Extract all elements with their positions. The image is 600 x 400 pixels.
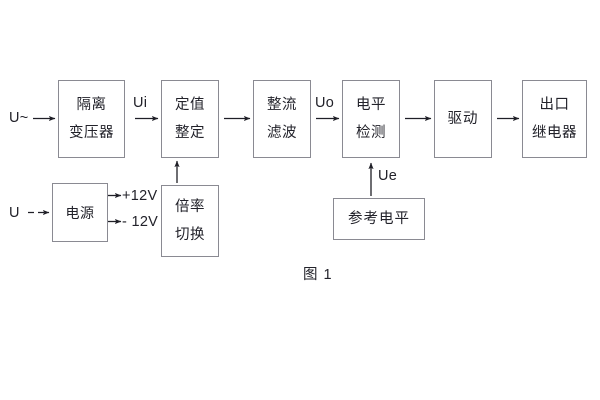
block-output-relay-line2: 继电器 xyxy=(532,124,577,141)
block-reference-level-line1: 参考电平 xyxy=(348,210,410,227)
block-setting-value-line2: 整定 xyxy=(175,124,205,141)
label-input-ac: U~ xyxy=(9,110,29,126)
block-reference-level: 参考电平 xyxy=(333,198,425,240)
block-multiplier-switch-line2: 切换 xyxy=(175,226,205,243)
block-level-detect: 电平 检测 xyxy=(342,80,400,158)
block-level-detect-line1: 电平 xyxy=(356,97,386,113)
label-rail-negative: - 12V xyxy=(122,214,159,230)
label-ue: Ue xyxy=(378,168,398,184)
block-rectify-filter: 整流 滤波 xyxy=(253,80,311,158)
block-setting-value-line1: 定值 xyxy=(175,97,205,113)
block-isolation-transformer-line1: 隔离 xyxy=(76,97,107,113)
block-level-detect-line2: 检测 xyxy=(356,124,386,141)
block-drive: 驱动 xyxy=(434,80,492,158)
block-multiplier-switch: 倍率 切换 xyxy=(161,185,219,257)
label-input-dc: U xyxy=(9,205,20,221)
block-rectify-filter-line2: 滤波 xyxy=(267,124,297,141)
block-output-relay: 出口 继电器 xyxy=(522,80,587,158)
block-power-supply: 电源 xyxy=(52,183,108,242)
figure-caption: 图 1 xyxy=(303,267,333,283)
block-multiplier-switch-line1: 倍率 xyxy=(175,199,205,215)
block-output-relay-line1: 出口 xyxy=(539,97,570,113)
block-power-supply-line1: 电源 xyxy=(65,204,95,221)
block-isolation-transformer-line2: 变压器 xyxy=(69,124,114,141)
block-rectify-filter-line1: 整流 xyxy=(267,97,297,113)
label-uo: Uo xyxy=(315,95,335,111)
label-rail-positive: +12V xyxy=(122,188,158,204)
label-ui: Ui xyxy=(133,95,148,111)
block-isolation-transformer: 隔离 变压器 xyxy=(58,80,125,158)
block-setting-value: 定值 整定 xyxy=(161,80,219,158)
block-drive-line1: 驱动 xyxy=(447,110,479,127)
